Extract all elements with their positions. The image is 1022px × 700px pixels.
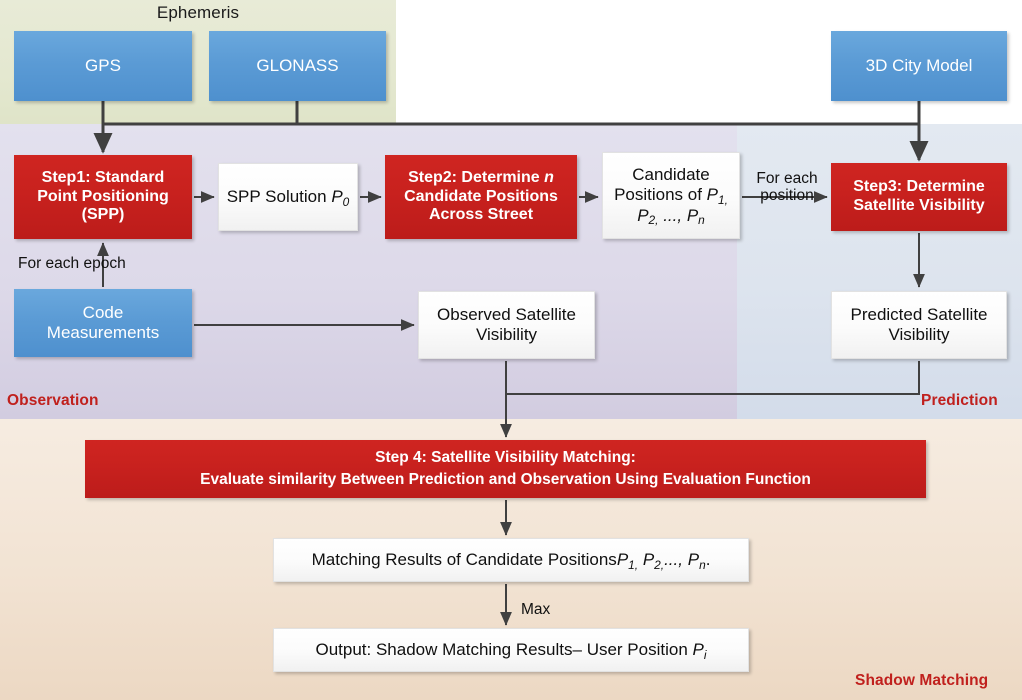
node-candidate-positions-line2-prefix: Positions of [614,185,707,205]
node-spp-solution-sub: 0 [342,194,350,209]
node-predicted-visibility-line1: Predicted Satellite [850,304,988,324]
node-predicted-satellite-visibility[interactable]: Predicted Satellite Visibility [831,291,1007,359]
node-gps[interactable]: GPS [14,31,192,101]
node-code-measurements-line1: Code [82,302,124,322]
node-step1-spp[interactable]: Step1: Standard Point Positioning (SPP) [14,155,192,239]
node-spp-solution-text: SPP Solution P0 [226,186,350,209]
node-candidate-positions-text: Candidate Positions of P1, P2, ..., Pn [614,165,728,228]
node-observed-satellite-visibility[interactable]: Observed Satellite Visibility [418,291,595,359]
node-candidate-positions-line3: P2, ..., Pn [637,205,705,228]
node-step2-line3: Across Street [428,206,534,224]
node-matching-results-text: Matching Results of Candidate PositionsP… [311,549,711,572]
node-step3-text: Step3: Determine Satellite Visibility [853,178,985,216]
edge-label-max: Max [521,601,551,618]
band-label-observation: Observation [7,392,99,409]
node-glonass-label: GLONASS [256,55,339,75]
node-observed-visibility-text: Observed Satellite Visibility [437,305,576,345]
band-label-ephemeris: Ephemeris [156,3,240,22]
edge-label-for-each-position-line2: position [760,187,814,205]
node-output-var: P [692,639,704,659]
node-code-measurements[interactable]: Code Measurements [14,289,192,357]
node-step2-line1: Step2: Determine n [408,168,554,186]
node-step4-line2: Evaluate similarity Between Prediction a… [200,471,811,488]
node-observed-visibility-line2: Visibility [475,325,538,344]
node-step2-line2: Candidate Positions [404,187,558,205]
node-step1-line1: Step1: Standard [41,168,165,186]
node-3d-city-model-label: 3D City Model [865,55,973,75]
band-label-shadow-matching: Shadow Matching [855,672,989,689]
node-candidate-positions-line1: Candidate [632,165,710,185]
node-output-user-position[interactable]: Output: Shadow Matching Results– User Po… [273,628,749,672]
band-label-prediction: Prediction [921,392,998,409]
node-step3-line1: Step3: Determine [853,178,985,196]
node-step3-satellite-visibility[interactable]: Step3: Determine Satellite Visibility [831,163,1007,231]
node-3d-city-model[interactable]: 3D City Model [831,31,1007,101]
node-output-prefix: Output: Shadow Matching Results– User Po… [315,639,693,659]
node-step4-visibility-matching[interactable]: Step 4: Satellite Visibility Matching: E… [85,440,926,498]
node-glonass[interactable]: GLONASS [209,31,386,101]
node-candidate-positions-line2: Positions of P1, [614,185,728,208]
node-gps-label: GPS [85,55,121,75]
node-spp-solution[interactable]: SPP Solution P0 [218,163,358,231]
node-code-measurements-line2: Measurements [46,323,160,342]
node-code-measurements-text: Code Measurements [47,303,159,343]
node-candidate-positions[interactable]: Candidate Positions of P1, P2, ..., Pn [602,152,740,239]
node-matching-results-prefix: Matching Results of Candidate Positions [311,549,617,569]
node-output-text: Output: Shadow Matching Results– User Po… [315,639,707,662]
node-step1-text: Step1: Standard Point Positioning (SPP) [37,169,169,226]
node-spp-solution-var: P [331,186,343,206]
node-observed-visibility-line1: Observed Satellite [437,304,576,324]
node-step2-candidates[interactable]: Step2: Determine n Candidate Positions A… [385,155,577,239]
node-step1-line2: Point Positioning [37,187,169,205]
node-matching-results[interactable]: Matching Results of Candidate PositionsP… [273,538,749,582]
node-step2-text: Step2: Determine n Candidate Positions A… [404,169,558,226]
node-predicted-visibility-text: Predicted Satellite Visibility [850,305,987,345]
node-predicted-visibility-line2: Visibility [888,325,950,344]
edge-label-for-each-position: For each position [745,170,829,205]
node-spp-solution-prefix: SPP Solution [226,186,332,206]
edge-label-for-each-position-line1: For each [756,170,818,187]
node-step1-line3: (SPP) [81,206,125,224]
node-output-sub: i [703,647,707,662]
node-step3-line2: Satellite Visibility [853,197,985,214]
edge-label-for-each-epoch: For each epoch [18,255,126,272]
node-step4-line1: Step 4: Satellite Visibility Matching: [375,448,636,466]
